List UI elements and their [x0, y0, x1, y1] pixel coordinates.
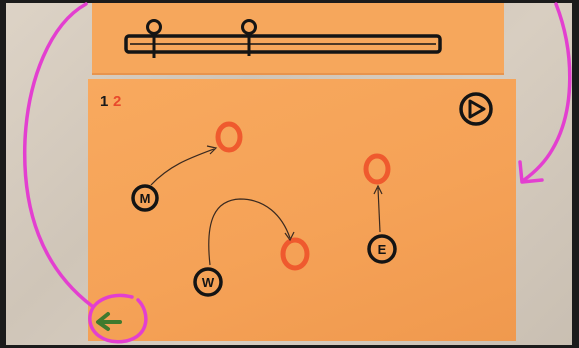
target-ring[interactable]	[215, 121, 243, 153]
svg-text:W: W	[202, 275, 215, 290]
back-button-highlight-ring	[88, 293, 148, 344]
flow-arrow-play	[522, 2, 572, 182]
flow-arrowhead	[518, 160, 544, 184]
arrowhead	[284, 231, 295, 242]
annotation-pen-marks	[22, 2, 572, 344]
movement-path	[377, 187, 381, 233]
marker-m[interactable]: M	[131, 184, 159, 212]
svg-text:E: E	[378, 242, 387, 257]
movement-path	[208, 198, 291, 266]
page-indicator-current: 1	[100, 93, 108, 110]
marker-w[interactable]: W	[193, 267, 223, 297]
play-icon[interactable]	[459, 92, 493, 126]
back-arrow-icon[interactable]	[96, 312, 122, 331]
target-ring[interactable]	[363, 153, 391, 185]
movement-path	[150, 148, 215, 186]
target-ring[interactable]	[280, 237, 310, 271]
timeline-card	[92, 3, 504, 75]
timeline-slider[interactable]	[124, 19, 442, 59]
arrowhead	[206, 145, 218, 155]
flow-arrow-back	[22, 2, 94, 308]
timeline-marker[interactable]	[241, 19, 257, 57]
stage-card	[88, 79, 516, 341]
svg-text:M: M	[140, 191, 151, 206]
arrowhead	[373, 184, 383, 195]
timeline-marker[interactable]	[146, 19, 162, 59]
page-indicator-next[interactable]: 2	[113, 93, 121, 110]
marker-e[interactable]: E	[367, 234, 397, 264]
table-surface	[6, 3, 572, 345]
